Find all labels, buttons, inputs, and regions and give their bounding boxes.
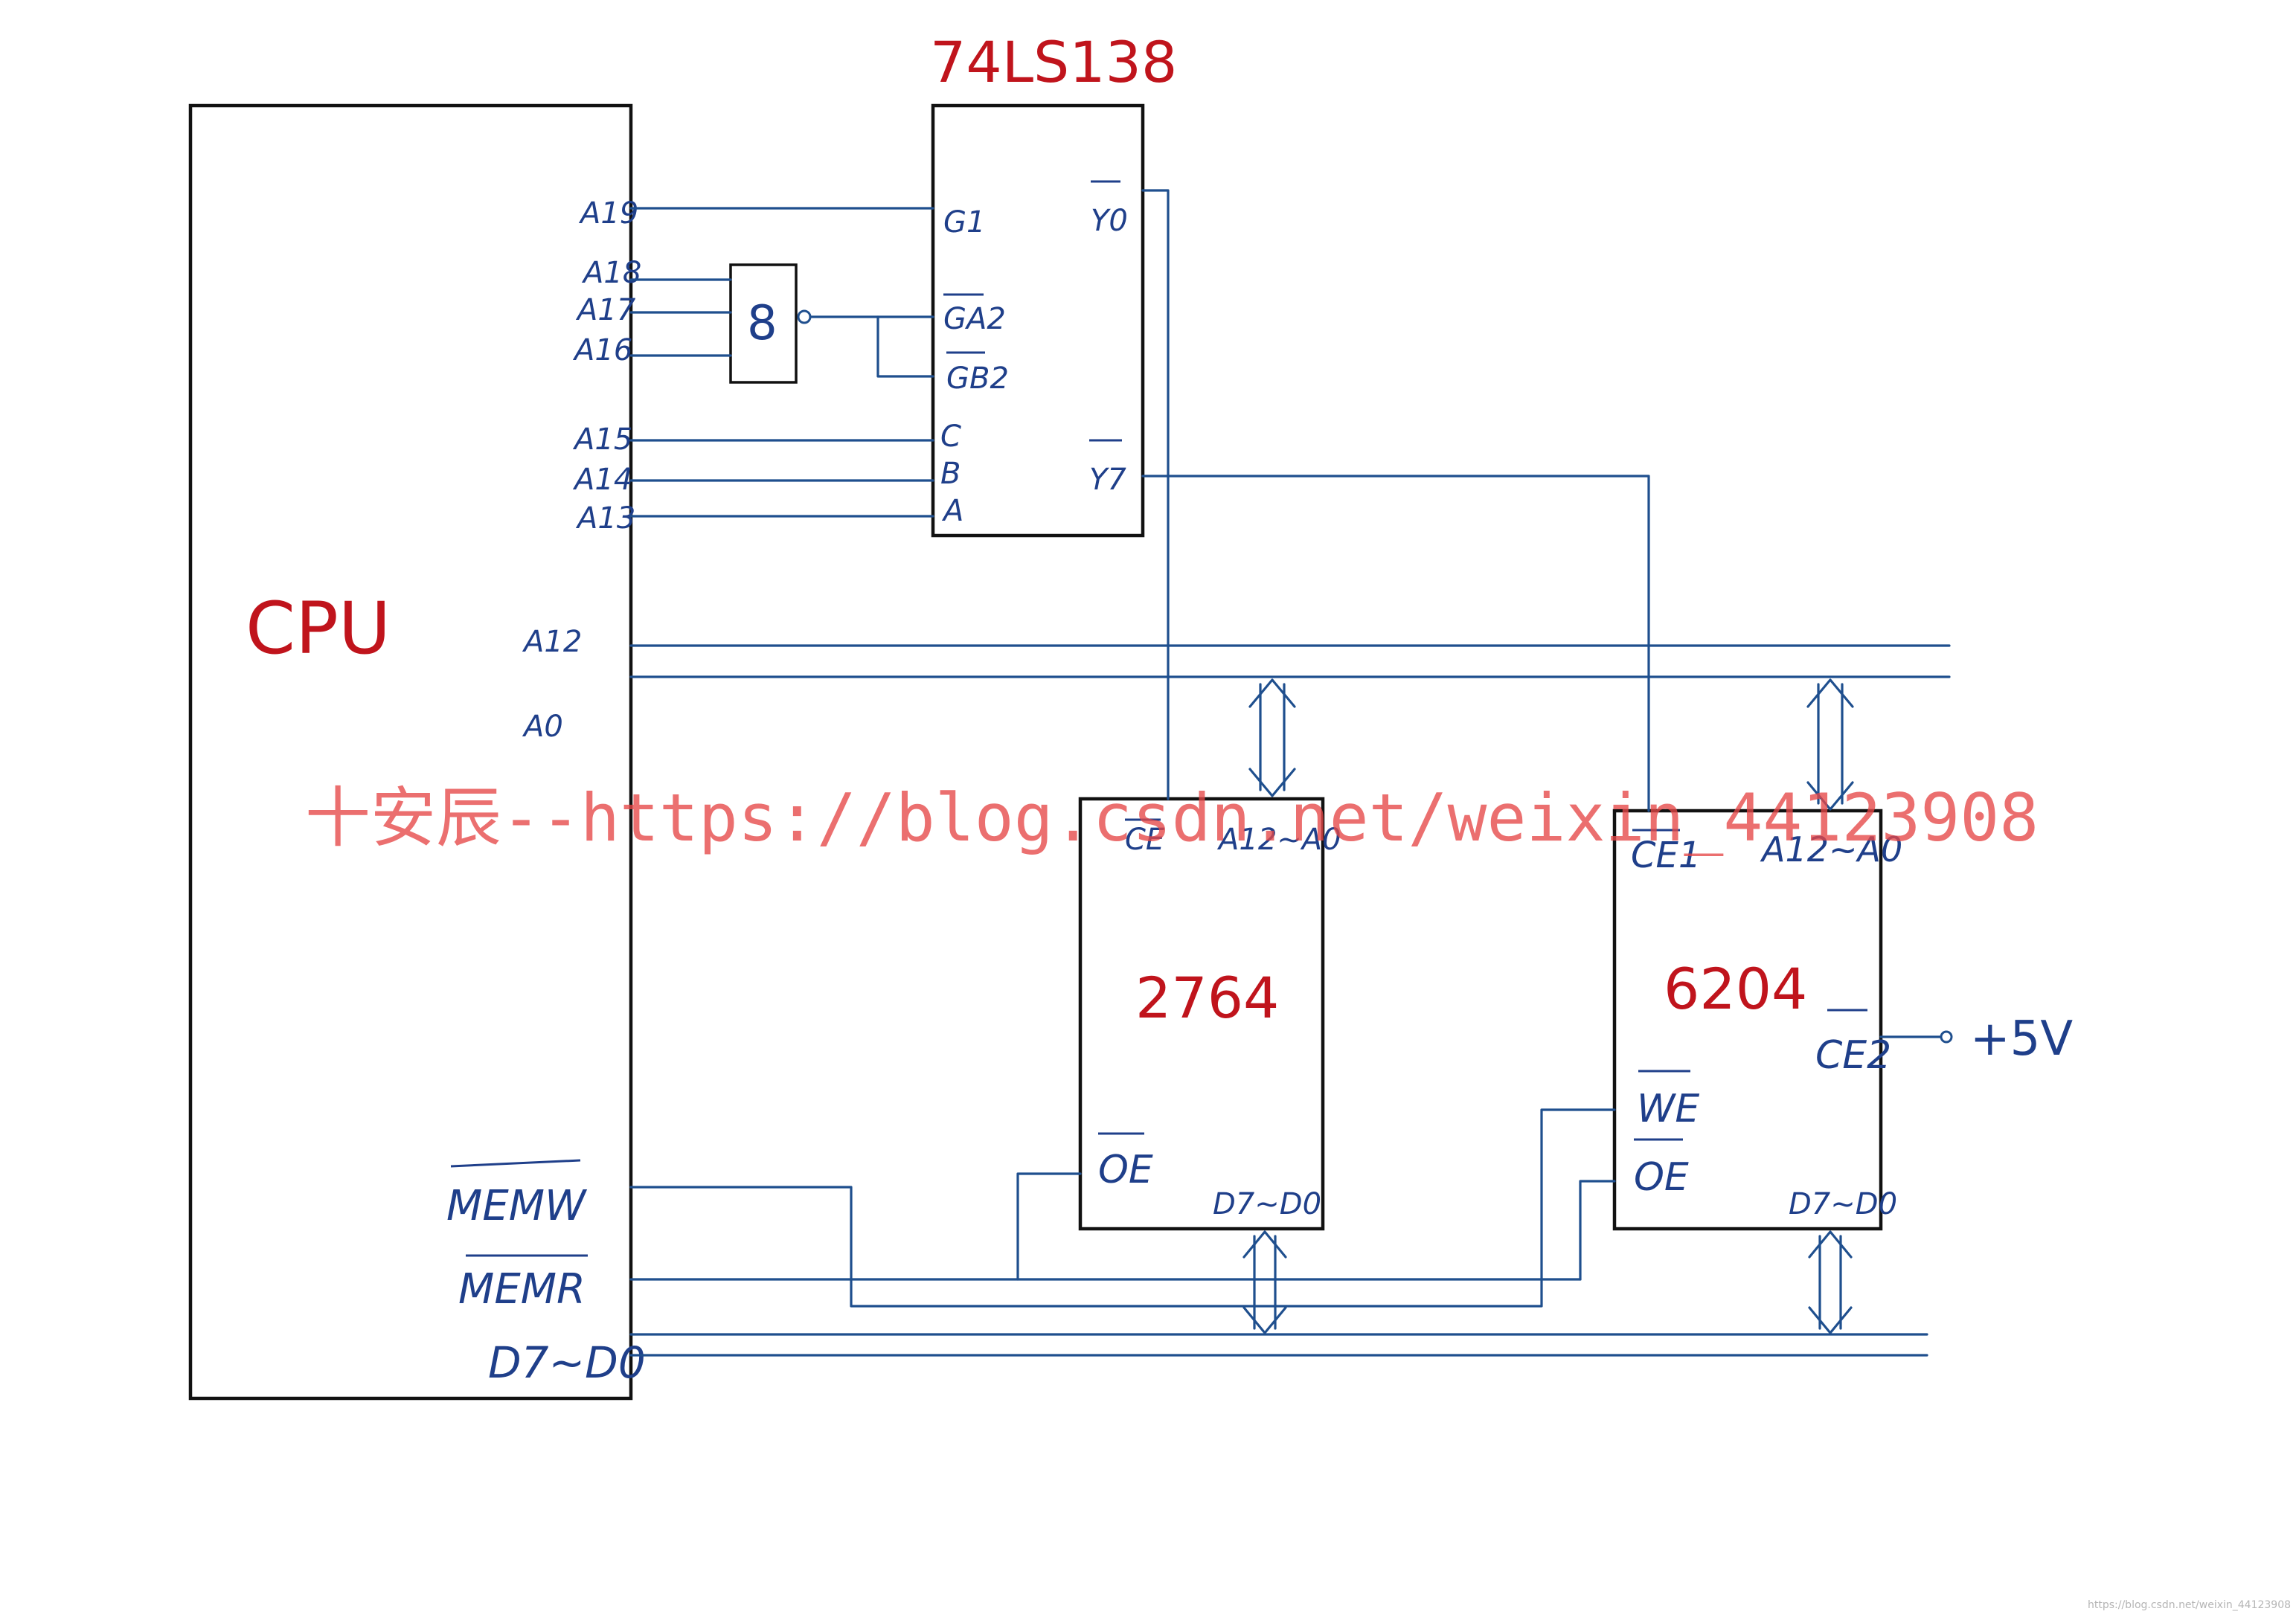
cpu-pin-a15: A15 bbox=[572, 422, 632, 457]
nand-output-bubble bbox=[797, 309, 812, 324]
rom-address-arrow bbox=[1248, 678, 1296, 797]
rom-pin-ce: CE bbox=[1125, 823, 1165, 857]
rom-data-arrow bbox=[1242, 1230, 1287, 1334]
wire-memr-rom-oe bbox=[1016, 1172, 1082, 1281]
wire-y0-rom-ce bbox=[1141, 189, 1170, 800]
ram-pin-ce1: CE1 bbox=[1631, 835, 1701, 876]
cpu-pin-a13: A13 bbox=[575, 501, 635, 536]
ram-pin-ce2: CE2 bbox=[1815, 1033, 1891, 1078]
decoder-pin-a: A bbox=[941, 494, 963, 528]
cpu-block: CPU A19 A18 A17 A16 A15 A14 A13 A12 A0 M… bbox=[188, 103, 646, 1401]
supply-label: +5V bbox=[1970, 1012, 2073, 1067]
wiring bbox=[629, 189, 1951, 1357]
ram-label: 6204 bbox=[1664, 956, 1807, 1022]
nand-gate-outline bbox=[729, 263, 798, 384]
decoder-title: 74LS138 bbox=[930, 29, 1177, 95]
cpu-pin-a14: A14 bbox=[572, 463, 632, 497]
cpu-pin-memw: MEMW bbox=[446, 1182, 588, 1230]
nand-gate: 8 bbox=[729, 263, 812, 384]
cpu-pin-a19: A19 bbox=[578, 196, 638, 231]
rom-label: 2764 bbox=[1135, 965, 1279, 1031]
ram-address-arrow bbox=[1806, 678, 1854, 811]
decoder-pin-g1: G1 bbox=[943, 205, 985, 240]
wire-memw-ram-we bbox=[629, 1108, 1616, 1308]
rom-2764: 2764 CE A12~A0 OE D7~D0 bbox=[1078, 797, 1341, 1231]
wire-nand-gb2 bbox=[876, 315, 934, 378]
ram-pin-data: D7~D0 bbox=[1789, 1187, 1897, 1221]
decoder-pin-y0: Y0 bbox=[1091, 204, 1128, 238]
cpu-label: CPU bbox=[246, 587, 391, 670]
cpu-pin-a18: A18 bbox=[581, 256, 641, 290]
ram-outline bbox=[1612, 809, 1883, 1231]
bus-arrows bbox=[1242, 678, 1854, 1334]
cpu-pin-data: D7~D0 bbox=[488, 1337, 646, 1388]
rom-pin-addr: A12~A0 bbox=[1216, 823, 1341, 857]
ram-6204: 6204 CE1 A12~A0 CE2 WE OE D7~D0 +5V bbox=[1612, 809, 2073, 1231]
wire-memr-ram-oe bbox=[1579, 1180, 1616, 1281]
decoder-pin-gb2: GB2 bbox=[946, 361, 1009, 396]
ram-pin-addr: A12~A0 bbox=[1760, 829, 1902, 870]
ram-pin-we: WE bbox=[1637, 1087, 1699, 1131]
decoder-74ls138: 74LS138 G1 GA2 GB2 C B A Y0 Y7 bbox=[930, 29, 1177, 538]
cpu-pin-a12: A12 bbox=[522, 625, 582, 659]
cpu-pin-a17: A17 bbox=[575, 293, 636, 327]
watermark-small: https://blog.csdn.net/weixin_44123908 bbox=[2088, 1599, 2291, 1611]
decoder-outline bbox=[931, 103, 1145, 538]
ram-data-arrow bbox=[1808, 1230, 1853, 1334]
cpu-pin-memr: MEMR bbox=[458, 1265, 586, 1314]
decoder-pin-ga2: GA2 bbox=[943, 302, 1006, 336]
nand-gate-label: 8 bbox=[747, 296, 777, 351]
cpu-pin-a0: A0 bbox=[522, 710, 563, 744]
supply-terminal bbox=[1940, 1030, 1953, 1044]
rom-pin-oe: OE bbox=[1098, 1148, 1153, 1192]
memw-overbar bbox=[450, 1159, 581, 1168]
cpu-pin-a16: A16 bbox=[572, 333, 632, 367]
decoder-pin-b: B bbox=[940, 457, 961, 491]
rom-outline bbox=[1078, 797, 1325, 1231]
watermark: 十安辰--https://blog.csdn.net/weixin_441239… bbox=[305, 780, 2039, 856]
decoder-pin-y7: Y7 bbox=[1089, 463, 1126, 497]
cpu-outline bbox=[188, 103, 633, 1401]
ram-pin-oe: OE bbox=[1634, 1155, 1689, 1200]
rom-pin-data: D7~D0 bbox=[1213, 1187, 1321, 1221]
wire-y7-ram-ce1 bbox=[1141, 475, 1650, 812]
decoder-pin-c: C bbox=[940, 420, 961, 454]
